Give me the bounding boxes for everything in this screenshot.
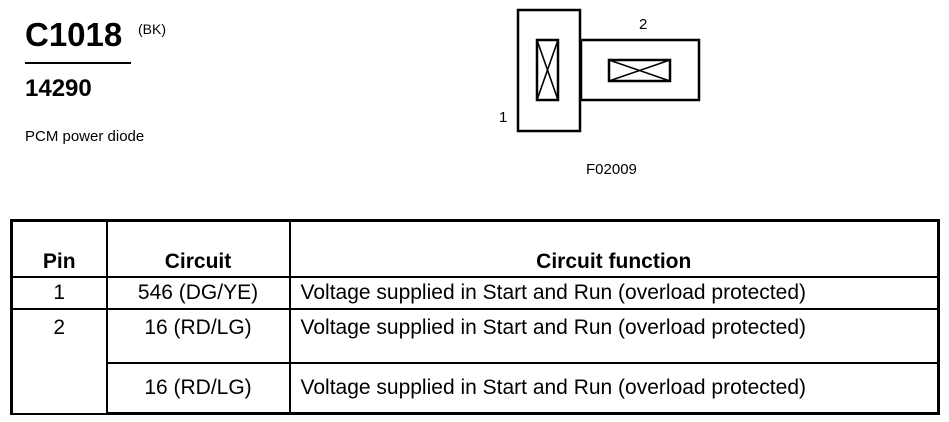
- figure-code: F02009: [586, 161, 637, 178]
- function-cell: Voltage supplied in Start and Run (overl…: [288, 308, 940, 364]
- pin-cell: 1: [10, 276, 108, 310]
- cavity-2-housing: [579, 38, 701, 102]
- part-number: 14290: [25, 75, 92, 102]
- connector-id: C1018: [25, 16, 123, 53]
- header-underline: [25, 62, 131, 64]
- table-row: 16 (RD/LG) Voltage supplied in Start and…: [12, 362, 940, 415]
- header-circuit: Circuit: [105, 219, 291, 278]
- header-circuit-function: Circuit function: [288, 219, 940, 278]
- header-pin: Pin: [10, 219, 108, 278]
- table-header-row: Pin Circuit Circuit function: [10, 219, 940, 278]
- connector-face-diagram: 1 2: [499, 8, 701, 133]
- circuit-cell: 16 (RD/LG): [105, 308, 291, 364]
- pin-label-1: 1: [499, 109, 507, 126]
- function-cell: Voltage supplied in Start and Run (overl…: [288, 276, 940, 310]
- pin-label-2: 2: [639, 16, 647, 33]
- connector-description: PCM power diode: [25, 128, 145, 145]
- circuit-cell: 546 (DG/YE): [105, 276, 291, 310]
- circuit-cell: 16 (RD/LG): [105, 362, 291, 415]
- table-row: 2 16 (RD/LG) Voltage supplied in Start a…: [10, 308, 940, 415]
- pin-cell: 2: [10, 308, 108, 415]
- function-cell: Voltage supplied in Start and Run (overl…: [288, 362, 940, 415]
- table-row: 1 546 (DG/YE) Voltage supplied in Start …: [10, 276, 940, 310]
- connector-color-code: (BK): [138, 21, 166, 37]
- pinout-table: Pin Circuit Circuit function 1 546 (DG/Y…: [10, 219, 940, 415]
